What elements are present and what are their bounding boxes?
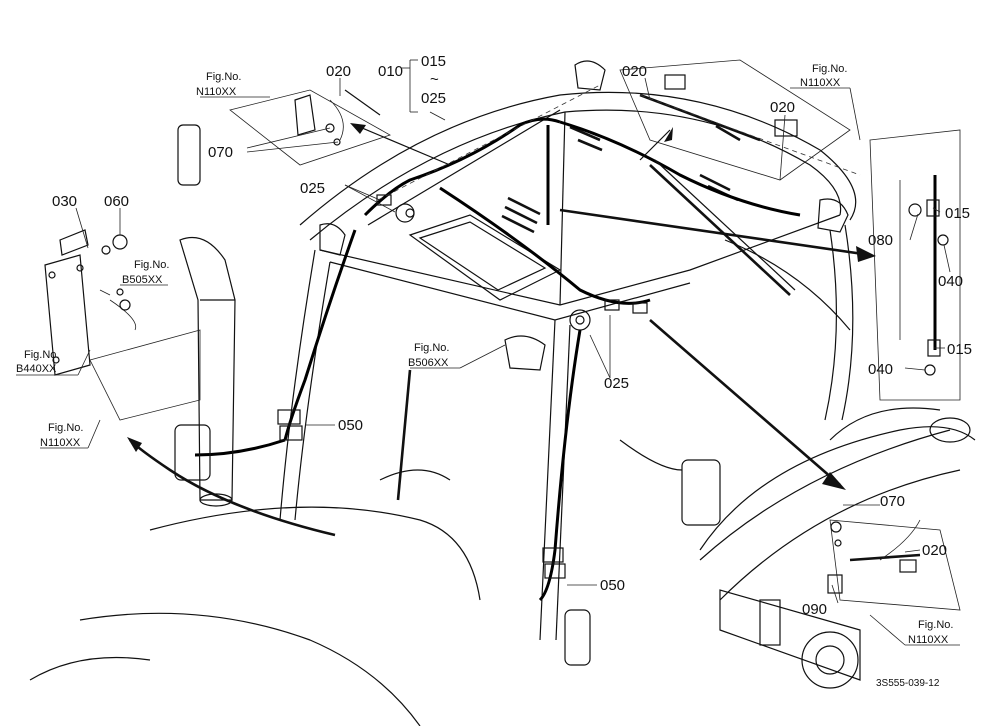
part-label-010: 010: [378, 63, 403, 80]
part-label-020: 020: [922, 542, 947, 559]
fig-ref-number: B440XX: [16, 363, 57, 375]
part-label-070: 070: [208, 144, 233, 161]
part-label-050: 050: [600, 577, 625, 594]
roof-hatch: [395, 203, 591, 331]
part-label-090: 090: [802, 601, 827, 618]
part-label-025: 025: [604, 375, 629, 392]
fig-ref-caption: Fig.No.: [48, 422, 83, 434]
exhaust-stack: [179, 236, 236, 507]
harness-clips: [277, 194, 648, 579]
part-label-050: 050: [338, 417, 363, 434]
fig-ref-number: B506XX: [408, 357, 449, 369]
part-label-030: 030: [52, 193, 77, 210]
fig-ref-number: N110XX: [800, 77, 841, 89]
left-bracket-detail: [44, 229, 201, 421]
right-panel-detail: [869, 129, 961, 401]
part-label-025: 025: [421, 90, 446, 107]
wire-harness: [194, 117, 937, 602]
part-label-range-tilde: ~: [430, 71, 439, 88]
fig-ref-number: N110XX: [40, 437, 81, 449]
fig-ref-caption: Fig.No.: [206, 71, 241, 83]
part-label-015: 015: [947, 341, 972, 358]
part-label-025: 025: [300, 180, 325, 197]
part-label-020: 020: [622, 63, 647, 80]
work-lights: [319, 60, 849, 371]
part-label-040: 040: [868, 361, 893, 378]
fig-ref-caption: Fig.No.: [918, 619, 953, 631]
part-label-015: 015: [421, 53, 446, 70]
part-label-070: 070: [880, 493, 905, 510]
callout-arrows: [127, 123, 876, 537]
fig-ref-caption: Fig.No.: [24, 349, 59, 361]
part-label-040: 040: [938, 273, 963, 290]
leader-lines: [16, 59, 960, 646]
tractor-body: [29, 239, 961, 726]
figure-references: Fig.No. N110XX Fig.No. N110XX Fig.No. B5…: [16, 63, 953, 646]
rear-fender: [699, 407, 976, 551]
wiper-arms: [396, 159, 796, 501]
part-label-060: 060: [104, 193, 129, 210]
fig-ref-number: N110XX: [196, 86, 237, 98]
fig-ref-caption: Fig.No.: [134, 259, 169, 271]
fig-ref-number: B505XX: [122, 274, 163, 286]
fig-ref-caption: Fig.No.: [414, 342, 449, 354]
fig-ref-number: N110XX: [908, 634, 949, 646]
part-label-015: 015: [945, 205, 970, 222]
rear-axle: [719, 589, 861, 689]
part-number-labels: 020 010 015 ~ 025 070 025 030 060 020 02…: [52, 53, 972, 618]
part-label-080: 080: [868, 232, 893, 249]
dashed-callouts: [377, 84, 861, 201]
fig-ref-caption: Fig.No.: [812, 63, 847, 75]
mirrors: [174, 124, 721, 666]
part-label-020: 020: [326, 63, 351, 80]
drawing-code: 3S555-039-12: [876, 678, 940, 689]
bracket-detail-top-left: [229, 89, 391, 166]
part-label-020: 020: [770, 99, 795, 116]
clamp-detail-bottom-right: [827, 519, 961, 611]
